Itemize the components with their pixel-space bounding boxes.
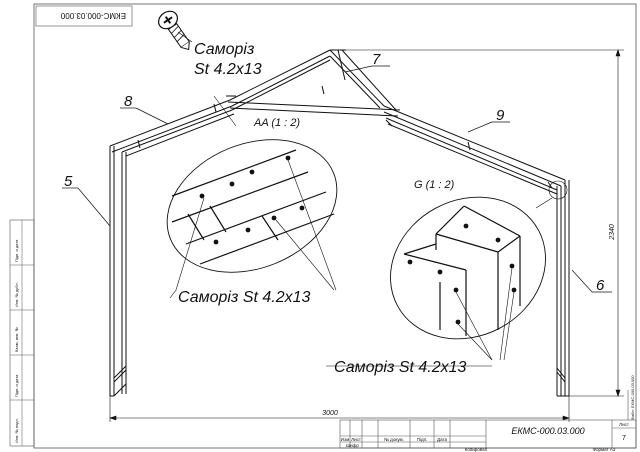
- callout-screws-g: Саморіз St 4.2x13: [334, 359, 467, 376]
- title-file-name: Файл: ЕКМС-000.03.000: [630, 375, 635, 420]
- title-header-izm: Изм: [341, 437, 349, 442]
- detail-aa-title: AA (1 : 2): [253, 117, 300, 129]
- part-callouts: [62, 65, 612, 293]
- stamp-inv-dubl: Инв. № дубл.: [14, 282, 19, 307]
- stamp-sign-date-2: Підп. и дата: [14, 374, 19, 397]
- title-header-sign: Підп.: [417, 437, 428, 442]
- sheet-frame: [33, 3, 637, 449]
- dimension-height-value: 2340: [609, 224, 616, 241]
- title-kopirovan: Копировал: [465, 447, 488, 452]
- title-sheet-number: 7: [622, 435, 626, 442]
- screw-size: St 4.2x13: [194, 61, 262, 78]
- title-header-date: Дата: [437, 437, 447, 442]
- stamp-inv-podl: Инв. № подл.: [14, 418, 19, 443]
- title-sheet-label: Лист: [619, 422, 629, 427]
- detail-g-title: G (1 : 2): [414, 179, 455, 191]
- title-header-doc: № докум.: [384, 437, 404, 442]
- dimension-height: [346, 49, 624, 397]
- code-box: ЕКМС-000.03.000: [35, 5, 133, 27]
- part-number-6: 6: [596, 277, 605, 294]
- screw-leader: [177, 31, 193, 43]
- dimension-width-value: 3000: [322, 410, 338, 417]
- screw-label: Саморіз: [194, 41, 254, 58]
- part-number-5: 5: [64, 173, 73, 190]
- part-number-7: 7: [372, 51, 381, 68]
- screw-icon: [158, 10, 190, 51]
- title-header-list: Лист: [351, 437, 361, 442]
- part-number-8: 8: [124, 93, 133, 110]
- title-document-code: ЕКМС-000.03.000: [511, 426, 584, 436]
- callout-screws-aa: Саморіз St 4.2x13: [178, 289, 311, 306]
- greenhouse-frame: [109, 49, 570, 397]
- title-block: [339, 390, 637, 449]
- side-stamp-column: Підп. и дата Инв. № дубл. Взам. инв. № П…: [9, 219, 35, 447]
- title-shifr: Шифр: [346, 443, 359, 448]
- document-code-rotated: ЕКМС-000.03.000: [60, 11, 126, 20]
- stamp-sign-date-1: Підп. и дата: [14, 239, 19, 262]
- dimension-width: [109, 396, 570, 422]
- part-number-9: 9: [496, 107, 505, 124]
- detail-aa-leaders: [169, 159, 337, 299]
- stamp-vzam-inv: Взам. инв. №: [14, 327, 19, 352]
- detail-aa: [166, 95, 338, 273]
- detail-g-leaders: [326, 267, 515, 367]
- title-format: Формат А3: [593, 447, 616, 452]
- detail-g: [390, 180, 568, 340]
